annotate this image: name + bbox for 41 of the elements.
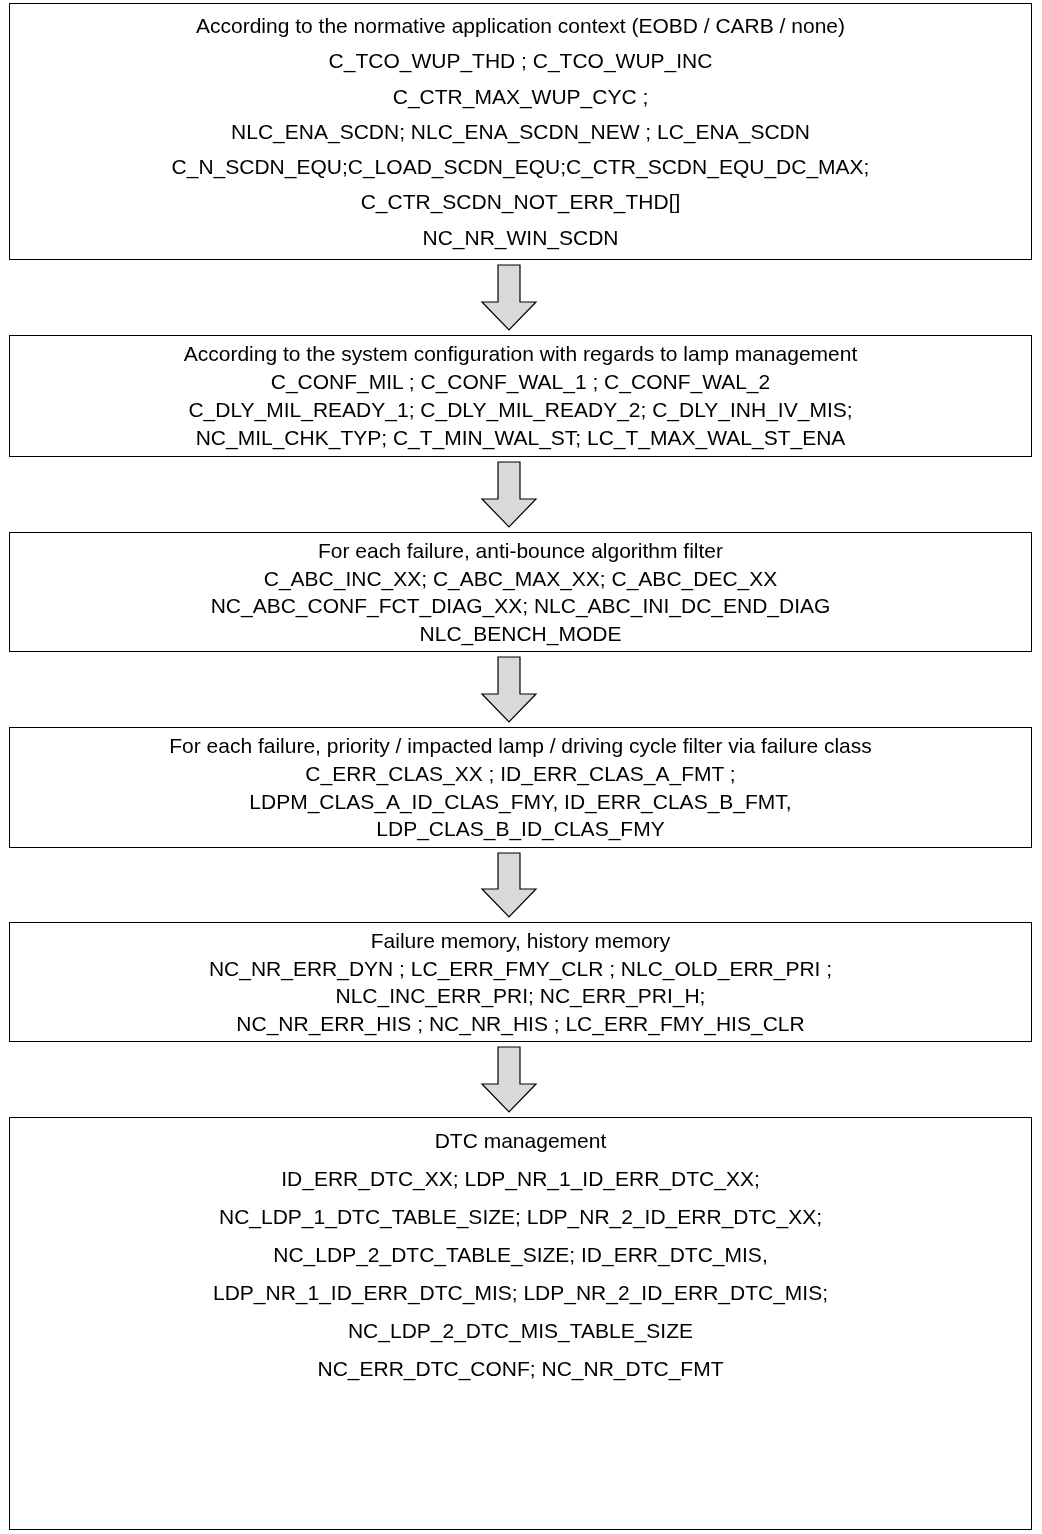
parameter-list: C_N_SCDN_EQU;C_LOAD_SCDN_EQU;C_CTR_SCDN_EQU_DC_MAX; bbox=[171, 149, 870, 185]
parameter-list: C_ERR_CLAS_XX ; ID_ERR_CLAS_A_FMT ; bbox=[305, 759, 736, 788]
block-arrow bbox=[480, 264, 538, 331]
text-box bbox=[9, 922, 1032, 1042]
parameter-list: NC_MIL_CHK_TYP; C_T_MIN_WAL_ST; LC_T_MAX_WAL_ST_ENA bbox=[195, 424, 846, 452]
heading: Failure memory, history memory bbox=[370, 928, 671, 954]
text-box bbox=[9, 335, 1032, 457]
parameter-list: NC_LDP_1_DTC_TABLE_SIZE; LDP_NR_2_ID_ERR_DTC_XX; bbox=[219, 1198, 822, 1236]
heading: According to the normative application context (EOBD / CARB / none) bbox=[196, 13, 845, 39]
parameter-list: NC_NR_WIN_SCDN bbox=[422, 219, 619, 255]
text-box bbox=[9, 727, 1032, 848]
parameter-list: ID_ERR_DTC_XX; LDP_NR_1_ID_ERR_DTC_XX; bbox=[281, 1160, 760, 1198]
heading: For each failure, priority / impacted lamp / driving cycle filter via failure class bbox=[169, 733, 872, 759]
text-box bbox=[9, 1117, 1032, 1530]
block-arrow bbox=[480, 461, 538, 528]
parameter-list: NC_ERR_DTC_CONF; NC_NR_DTC_FMT bbox=[317, 1350, 724, 1388]
text-box bbox=[9, 3, 1032, 260]
block-arrow bbox=[480, 1046, 538, 1113]
heading: For each failure, anti-bounce algorithm filter bbox=[318, 538, 723, 564]
parameter-list: NC_ABC_CONF_FCT_DIAG_XX; NLC_ABC_INI_DC_END_DIAG bbox=[210, 592, 831, 620]
parameter-list: NC_NR_ERR_DYN ; LC_ERR_FMY_CLR ; NLC_OLD_ERR_PRI ; bbox=[208, 954, 833, 982]
parameter-list: LDP_CLAS_B_ID_CLAS_FMY bbox=[376, 815, 665, 843]
heading: According to the system configuration with regards to lamp management bbox=[183, 341, 858, 367]
parameter-list: NC_NR_ERR_HIS ; NC_NR_HIS ; LC_ERR_FMY_HIS_CLR bbox=[236, 1009, 805, 1037]
parameter-list: NLC_BENCH_MODE bbox=[419, 619, 622, 647]
parameter-list: NLC_ENA_SCDN; NLC_ENA_SCDN_NEW ; LC_ENA_SCDN bbox=[231, 113, 810, 150]
parameter-list: C_TCO_WUP_THD ; C_TCO_WUP_INC bbox=[328, 43, 713, 79]
parameter-list: NLC_INC_ERR_PRI; NC_ERR_PRI_H; bbox=[335, 982, 706, 1010]
heading: DTC management bbox=[434, 1128, 607, 1154]
parameter-list: C_DLY_MIL_READY_1; C_DLY_MIL_READY_2; C_DLY_INH_IV_MIS; bbox=[188, 396, 853, 424]
block-arrow bbox=[480, 852, 538, 918]
parameter-list: LDP_NR_1_ID_ERR_DTC_MIS; LDP_NR_2_ID_ERR_DTC_MIS; bbox=[212, 1274, 828, 1312]
text-box bbox=[9, 532, 1032, 652]
parameter-list: C_ABC_INC_XX; C_ABC_MAX_XX; C_ABC_DEC_XX bbox=[263, 564, 778, 592]
parameter-list: NC_LDP_2_DTC_TABLE_SIZE; ID_ERR_DTC_MIS, bbox=[273, 1236, 768, 1274]
block-arrow bbox=[480, 656, 538, 723]
parameter-list: LDPM_CLAS_A_ID_CLAS_FMY, ID_ERR_CLAS_B_FMT, bbox=[249, 787, 792, 816]
parameter-list: C_CONF_MIL ; C_CONF_WAL_1 ; C_CONF_WAL_2 bbox=[270, 368, 771, 396]
parameter-list: C_CTR_MAX_WUP_CYC ; bbox=[392, 78, 649, 114]
parameter-list: NC_LDP_2_DTC_MIS_TABLE_SIZE bbox=[347, 1312, 694, 1350]
parameter-list: C_CTR_SCDN_NOT_ERR_THD[] bbox=[360, 184, 681, 220]
